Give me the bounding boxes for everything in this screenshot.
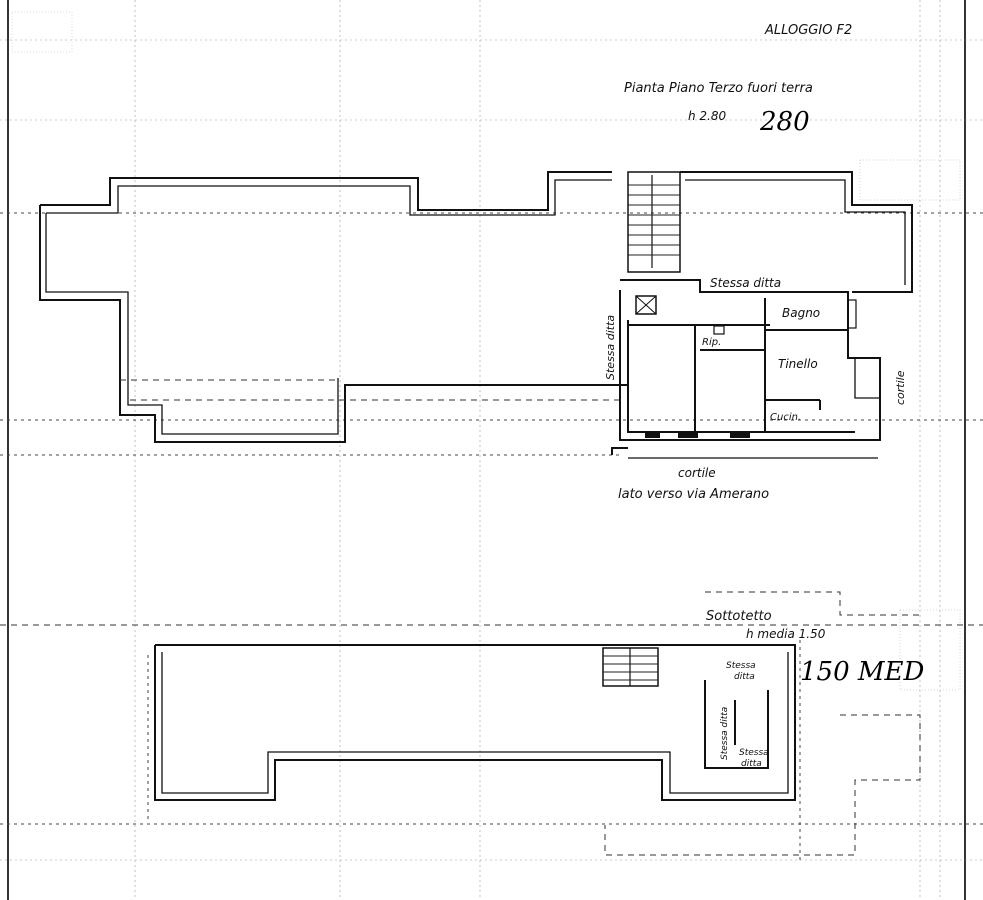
label-cortile-bottom: cortile	[678, 466, 716, 480]
label-side-street: lato verso via Amerano	[618, 487, 769, 502]
unit-title: ALLOGGIO F2	[764, 23, 852, 38]
stairwell-upper	[627, 171, 681, 273]
height-label: h 2.80	[688, 109, 727, 123]
attic-label-ditta-1: ditta	[734, 672, 755, 682]
attic-height-label: h media 1.50	[746, 627, 826, 641]
attic-outline	[147, 591, 921, 860]
room-bagno: Bagno	[782, 306, 820, 320]
attic-label-stessa-3: Stessa	[739, 748, 769, 758]
stairwell-attic	[602, 647, 659, 687]
floor-title: Pianta Piano Terzo fuori terra	[624, 81, 813, 96]
attic-label-stessa-1: Stessa	[726, 661, 756, 671]
label-stessa-ditta-side: Stessa ditta	[604, 315, 617, 380]
room-tinello: Tinello	[778, 357, 818, 371]
label-stessa-ditta-top: Stessa ditta	[710, 276, 781, 290]
attic-title: Sottotetto	[706, 609, 772, 624]
room-ripostiglio: Rip.	[702, 337, 721, 348]
attic-label-ditta-3: ditta	[741, 759, 762, 769]
apartment-f2	[611, 279, 881, 459]
attic-labels: Sottotetto h media 1.50 150 MED Stessa d…	[706, 609, 924, 769]
attic-height-handwritten: 150 MED	[800, 657, 924, 687]
height-handwritten: 280	[759, 107, 810, 137]
attic-label-stessa-ditta-2: Stessa ditta	[720, 707, 730, 760]
label-cortile-side: cortile	[894, 370, 907, 405]
room-cucina: Cucin.	[770, 412, 801, 423]
upper-plan-labels: ALLOGGIO F2 Pianta Piano Terzo fuori ter…	[604, 23, 907, 502]
upper-floor-outline	[39, 171, 913, 443]
